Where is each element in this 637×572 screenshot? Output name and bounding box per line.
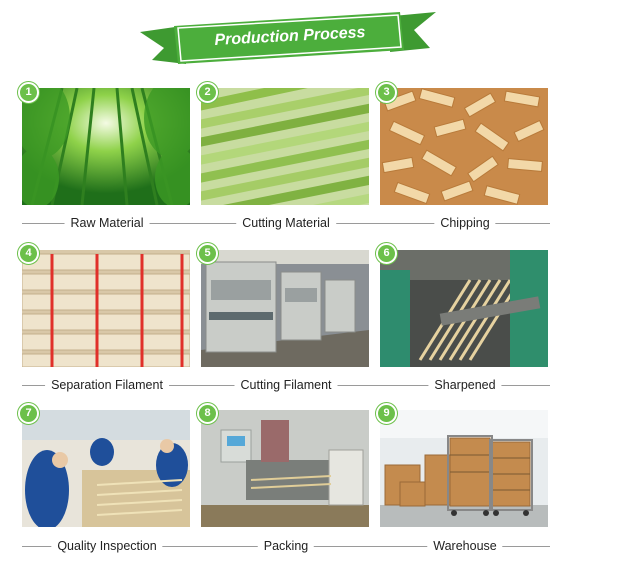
step-badge-3: 3 <box>376 82 397 103</box>
caption-row-1: Raw Material Cutting Material Chipping <box>22 215 550 231</box>
image-warehouse <box>380 410 548 527</box>
caption-row-3: Quality Inspection Packing Warehouse <box>22 538 550 554</box>
step-label-5: Cutting Filament <box>234 377 338 393</box>
image-quality-inspection <box>22 410 190 527</box>
image-packing <box>201 410 369 527</box>
step-badge-6: 6 <box>376 243 397 264</box>
step-badge-5: 5 <box>197 243 218 264</box>
image-chipping <box>380 88 548 205</box>
image-raw-material <box>22 88 190 205</box>
step-badge-9: 9 <box>376 403 397 424</box>
step-label-3: Chipping <box>434 215 496 231</box>
step-label-6: Sharpened <box>428 377 502 393</box>
step-label-4: Separation Filament <box>45 377 169 393</box>
step-label-7: Quality Inspection <box>51 538 163 554</box>
step-badge-8: 8 <box>197 403 218 424</box>
step-badge-2: 2 <box>197 82 218 103</box>
image-sharpened <box>380 250 548 367</box>
step-label-1: Raw Material <box>64 215 150 231</box>
step-badge-4: 4 <box>18 243 39 264</box>
step-label-9: Warehouse <box>427 538 503 554</box>
step-label-2: Cutting Material <box>236 215 336 231</box>
step-badge-1: 1 <box>18 82 39 103</box>
step-label-8: Packing <box>257 538 315 554</box>
title-banner: Production Process <box>138 8 438 64</box>
image-separation-filament <box>22 250 190 367</box>
ribbon-shape <box>140 12 436 64</box>
image-cutting-filament <box>201 250 369 367</box>
caption-row-2: Separation Filament Cutting Filament Sha… <box>22 377 550 393</box>
image-cutting-material <box>201 88 369 205</box>
step-badge-7: 7 <box>18 403 39 424</box>
